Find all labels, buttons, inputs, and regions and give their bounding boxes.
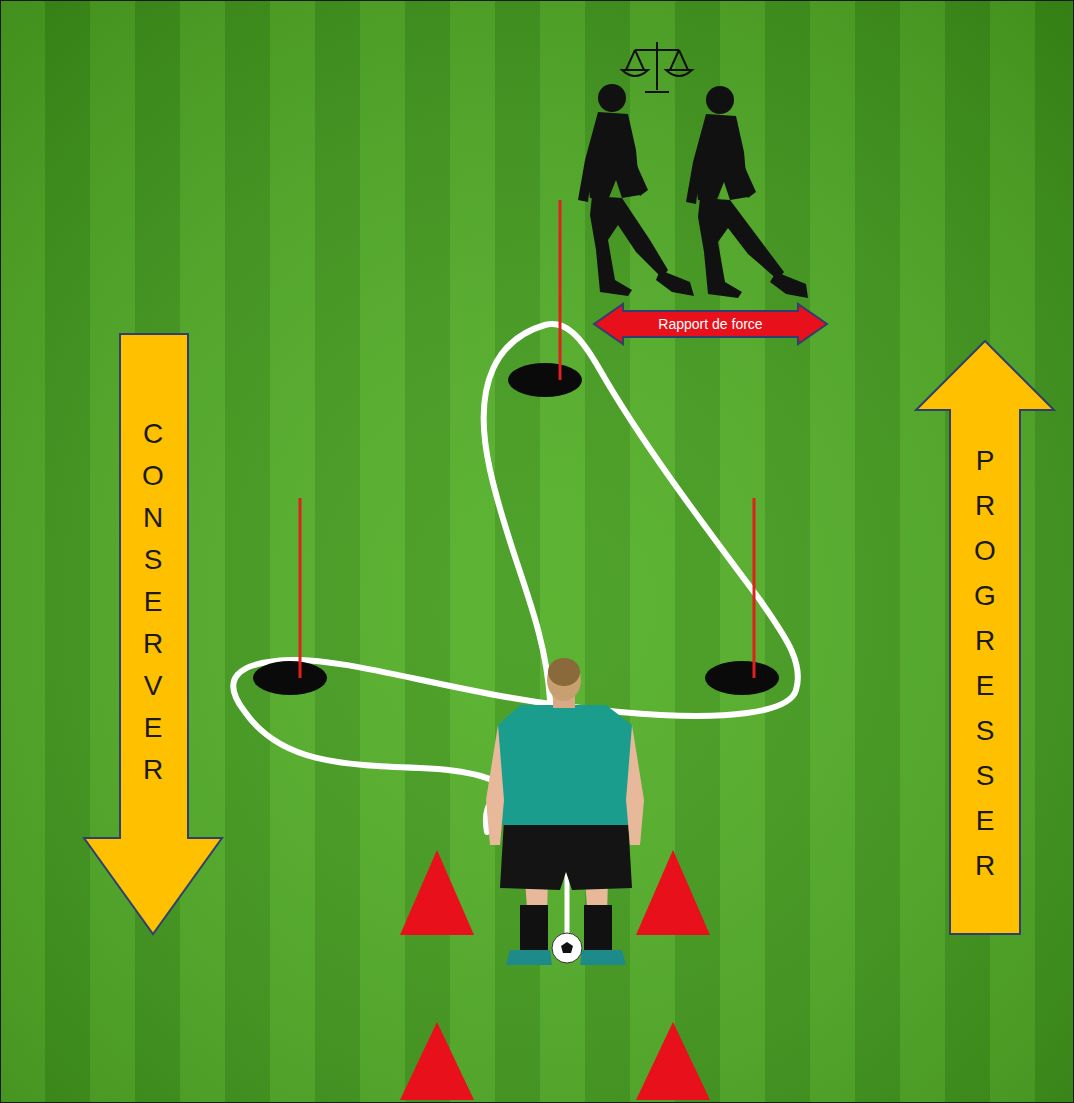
vertical-label: PROGRESSER [971, 438, 999, 888]
scales-icon [622, 42, 692, 92]
vertical-label: CONSERVER [139, 413, 167, 791]
direction-arrow: PROGRESSER [915, 340, 1055, 935]
defender-silhouette [578, 84, 694, 296]
player [486, 658, 644, 965]
direction-arrow: CONSERVER [83, 333, 223, 935]
arrow-label: Rapport de force [658, 316, 762, 332]
force-arrow: Rapport de force [593, 303, 828, 345]
arrow-shape [84, 334, 222, 934]
disc-marker [253, 363, 779, 695]
arrow-shape [916, 341, 1054, 934]
pole [300, 200, 754, 678]
arrow-shape [594, 304, 827, 344]
dribble-path [233, 324, 798, 832]
defender-silhouette [686, 86, 808, 298]
dribble-path [565, 870, 570, 940]
